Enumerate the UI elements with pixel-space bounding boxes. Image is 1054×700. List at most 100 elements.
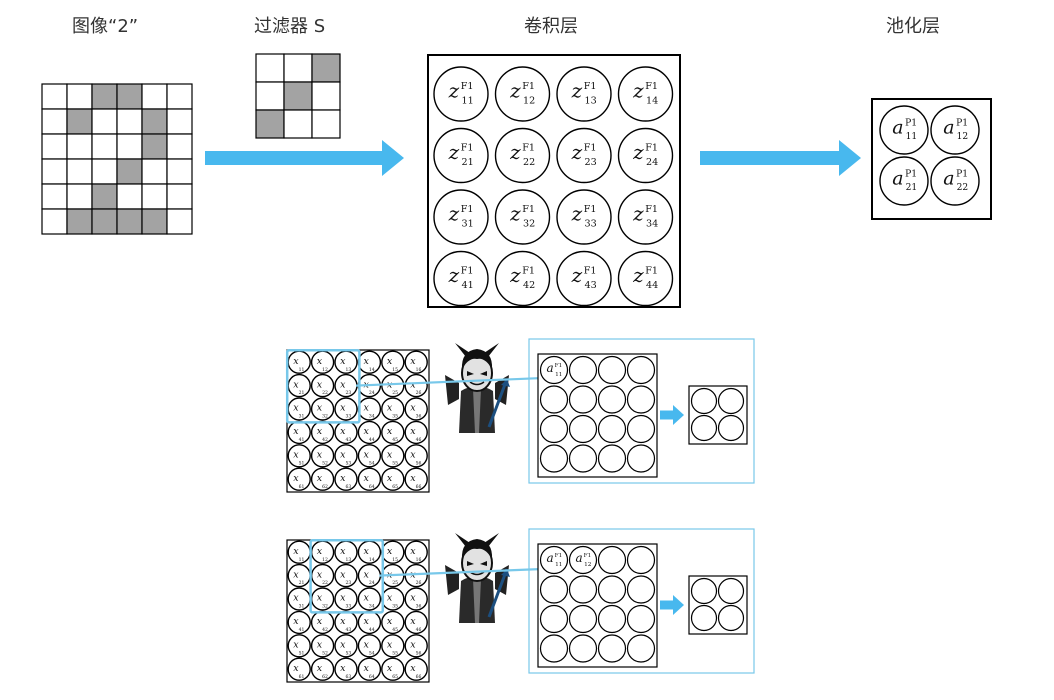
unit-circle [597,545,627,575]
grid-cell [166,133,193,160]
unit-circle [879,105,929,155]
unit-circle [381,657,405,681]
output-outline [528,528,755,674]
unit-circle [597,604,627,634]
unit-circle [357,587,382,611]
unit-circle [494,189,551,245]
unit-circle [433,250,489,307]
unit-circle [568,385,598,414]
grid-cell [141,133,168,160]
unit-circle [310,444,335,468]
grid-cell [91,133,118,160]
unit-circle [357,467,382,491]
grid-cell [66,208,93,235]
unit-circle [597,444,627,473]
grid-cell [141,208,168,235]
grid-cell [41,158,68,185]
grid-cell [166,83,193,110]
grid-cell [66,83,93,110]
grid-cell [166,183,193,210]
grid-cell [41,108,68,135]
unit-circle [617,250,674,307]
unit-circle [539,604,569,634]
grid-cell [255,109,285,139]
unit-circle [617,66,674,122]
grid-cell [116,158,143,185]
grid-cell [91,83,118,110]
grid-cell [116,108,143,135]
unit-circle [381,444,405,468]
unit-circle [626,634,656,663]
unit-circle [626,604,656,634]
filter-grid [255,53,341,139]
arrow-head [839,140,861,176]
unit-circle [287,444,311,468]
unit-circle [357,657,382,681]
unit-circle [334,397,358,421]
grid-cell [166,158,193,185]
unit-circle [433,189,489,245]
unit-circle [597,634,627,663]
unit-circle [310,657,335,681]
unit-circle [287,467,311,491]
grid-cell [141,183,168,210]
grid-cell [166,208,193,235]
grid-cell [311,53,341,83]
unit-circle [310,373,335,398]
grid-cell [141,158,168,185]
grid-cell [255,81,285,111]
unit-circle [717,414,745,442]
unit-circle [404,350,428,374]
grid-cell [283,81,313,111]
unit-circle [357,444,382,468]
arrow-to-conv [205,140,404,176]
unit-circle [930,105,980,155]
pool-frame [688,385,748,445]
unit-circle [556,127,612,184]
grid-cell [41,208,68,235]
unit-circle [626,414,656,444]
unit-circle [287,610,311,635]
arrow-head [382,140,404,176]
unit-circle [568,414,598,444]
connector-line [355,375,569,387]
unit-circle [626,545,656,575]
unit-circle [597,385,627,414]
unit-circle [433,66,489,122]
unit-circle [539,634,569,663]
unit-circle [539,385,569,414]
small-arrow [660,595,684,615]
unit-circle [717,387,745,415]
unit-circle [494,250,551,307]
unit-circle [617,127,674,184]
unit-circle [381,420,405,445]
unit-circle [494,66,551,122]
unit-circle [404,634,428,658]
grid-cell [311,81,341,111]
unit-circle [433,127,489,184]
grid-cell [116,133,143,160]
grid-cell [311,109,341,139]
unit-circle [404,587,428,611]
unit-circle [357,420,382,445]
grid-cell [116,208,143,235]
unit-circle [539,414,569,444]
grid-cell [166,108,193,135]
unit-circle [357,634,382,658]
demo-panel-2: x11x12x13x14x15x16x21x22x23x24x25x26x31x… [286,528,755,683]
unit-circle [597,575,627,604]
unit-circle [626,385,656,414]
grid-cell [141,108,168,135]
grid-cell [91,208,118,235]
unit-circle [310,634,335,658]
arrow-head [673,405,684,425]
grid-cell [141,83,168,110]
unit-circle [334,563,358,588]
unit-circle [334,634,358,658]
unit-circle [404,657,428,681]
unit-circle [879,156,929,206]
unit-circle [568,444,598,473]
devil-icon [445,343,510,433]
